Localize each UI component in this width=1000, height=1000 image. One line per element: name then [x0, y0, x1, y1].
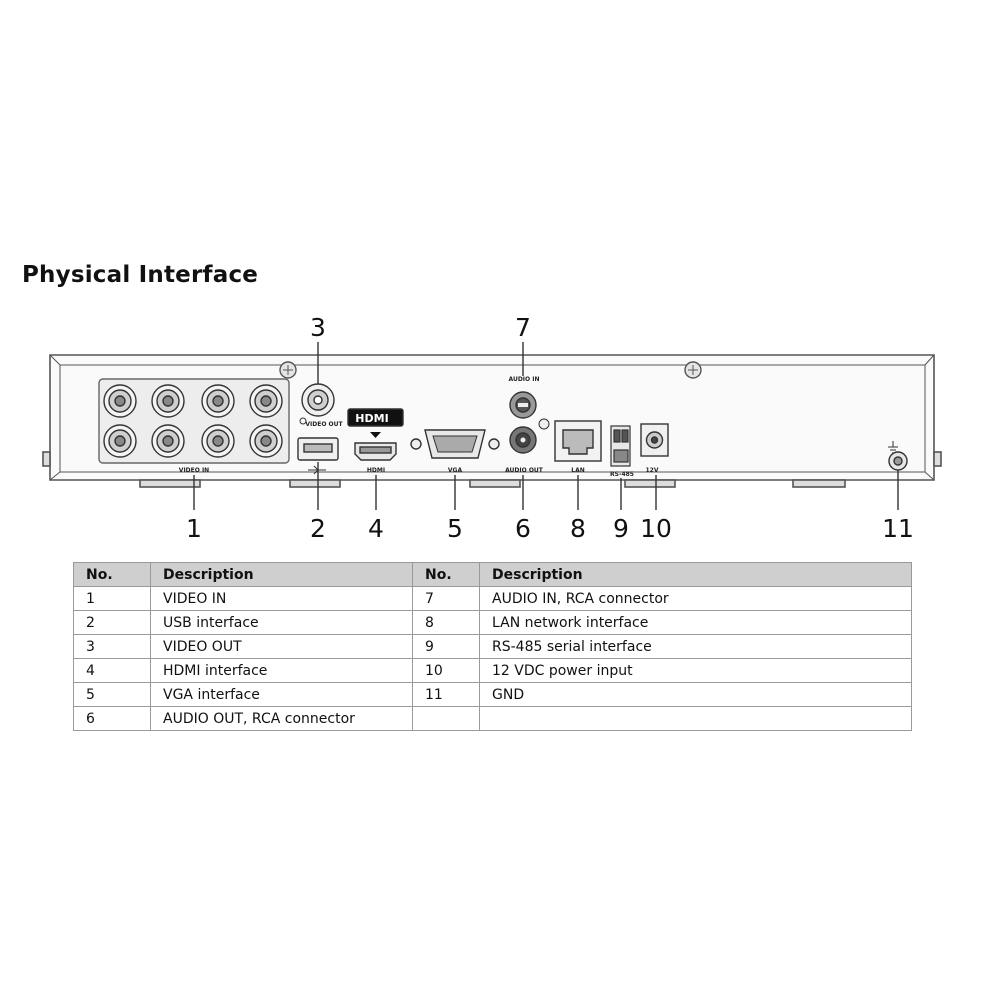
- table-cell-no: 11: [412, 682, 480, 707]
- audio-in-port: [509, 391, 537, 419]
- table-cell-description: RS-485 serial interface: [479, 634, 912, 659]
- bnc-connector: [201, 384, 235, 418]
- video-out-label: VIDEO OUT: [305, 421, 343, 428]
- bnc-connector: [151, 384, 185, 418]
- bnc-connector: [201, 424, 235, 458]
- audio-out-label: AUDIO OUT: [505, 467, 544, 474]
- hdmi-port: HDMI: [347, 408, 404, 461]
- dvr-rear-panel-diagram: VIDEO IN VIDEO OUT HDMI HDMI VGA AUDIO I…: [42, 313, 942, 543]
- table-cell-no: 8: [412, 610, 480, 635]
- table-cell-description: LAN network interface: [479, 610, 912, 635]
- audio-out-port: [509, 418, 550, 454]
- header-description: Description: [150, 562, 413, 587]
- table-header-row: No. Description No. Description: [73, 562, 912, 587]
- table-cell-description: 12 VDC power input: [479, 658, 912, 683]
- vga-port: [410, 429, 500, 459]
- lan-port: [554, 420, 602, 462]
- rs485-port: [610, 425, 631, 467]
- bnc-connector: [249, 384, 283, 418]
- bnc-connector: [151, 424, 185, 458]
- table-cell-no: 5: [73, 682, 151, 707]
- callout-4: 4: [368, 514, 384, 543]
- table-cell-no: 4: [73, 658, 151, 683]
- hdmi-logo: HDMI: [355, 412, 388, 425]
- power-label: 12V: [646, 467, 659, 474]
- table-cell-description: VGA interface: [150, 682, 413, 707]
- video-in-bnc-block: [98, 378, 290, 464]
- table-cell-description: AUDIO OUT, RCA connector: [150, 706, 413, 731]
- video-in-label: VIDEO IN: [179, 467, 209, 474]
- power-port: [640, 423, 669, 457]
- table-cell-no: 6: [73, 706, 151, 731]
- table-cell-no: [412, 706, 480, 731]
- table-cell-no: 7: [412, 586, 480, 611]
- rs485-label: RS-485: [610, 471, 634, 478]
- table-cell-no: 9: [412, 634, 480, 659]
- audio-in-label: AUDIO IN: [509, 376, 540, 383]
- table-cell-no: 3: [73, 634, 151, 659]
- lan-label: LAN: [571, 467, 585, 474]
- table-cell-description: VIDEO OUT: [150, 634, 413, 659]
- table-cell-no: 1: [73, 586, 151, 611]
- callout-6: 6: [515, 514, 531, 543]
- header-no: No.: [73, 562, 151, 587]
- video-out-port: [299, 383, 335, 425]
- bnc-connector: [103, 424, 137, 458]
- callout-7: 7: [515, 313, 531, 342]
- ground-terminal: [888, 441, 908, 471]
- header-no: No.: [412, 562, 480, 587]
- table-cell-no: 2: [73, 610, 151, 635]
- vga-label: VGA: [448, 467, 463, 474]
- usb-port: [297, 437, 339, 475]
- callout-3: 3: [310, 313, 326, 342]
- table-cell-description: AUDIO IN, RCA connector: [479, 586, 912, 611]
- callout-11: 11: [882, 514, 914, 543]
- hdmi-label: HDMI: [367, 467, 385, 474]
- callout-9: 9: [613, 514, 629, 543]
- callout-5: 5: [447, 514, 463, 543]
- callout-10: 10: [640, 514, 672, 543]
- table-cell-description: [479, 706, 912, 731]
- bnc-connectors: [103, 384, 283, 458]
- callout-lines: [193, 342, 899, 510]
- page-title: Physical Interface: [22, 262, 259, 288]
- table-cell-description: USB interface: [150, 610, 413, 635]
- chassis-screws: [279, 361, 702, 379]
- header-description: Description: [479, 562, 912, 587]
- callout-2: 2: [310, 514, 326, 543]
- table-cell-description: VIDEO IN: [150, 586, 413, 611]
- callout-8: 8: [570, 514, 586, 543]
- table-cell-description: GND: [479, 682, 912, 707]
- bnc-connector: [249, 424, 283, 458]
- table-cell-description: HDMI interface: [150, 658, 413, 683]
- bnc-connector: [103, 384, 137, 418]
- callout-1: 1: [186, 514, 202, 543]
- table-cell-no: 10: [412, 658, 480, 683]
